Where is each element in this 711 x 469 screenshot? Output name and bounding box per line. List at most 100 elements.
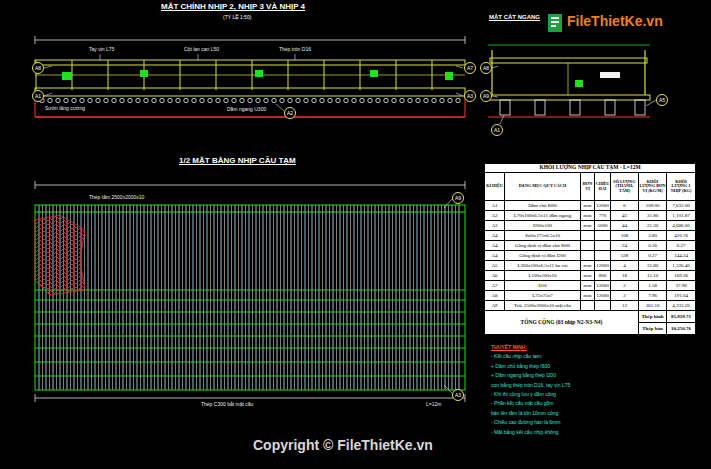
- table-text: A6: [491, 273, 497, 278]
- table-text: 5000: [598, 223, 608, 228]
- table-text: A4: [491, 253, 497, 258]
- table-cell: TỔNG CỘNG (03 nhịp N2-N3-N4): [484, 310, 639, 335]
- note-text: - Khi thi công lưu ý dầm công: [490, 392, 557, 398]
- scale-note: (TỶ LỆ 1:50): [222, 15, 252, 21]
- table-text: 410.76: [674, 233, 688, 238]
- table-text: 12: [622, 303, 627, 308]
- table-text: CHIỀU DÀI: [595, 182, 610, 191]
- table-text: Gông định vị dầm chủ I600: [515, 243, 570, 248]
- table-text: 12000: [596, 283, 609, 288]
- table-text: 3.80: [648, 233, 657, 238]
- table-cell: CHIỀU DÀI: [594, 172, 611, 201]
- table-text: 108: [621, 233, 629, 238]
- table-text: mm: [584, 213, 592, 218]
- callout-bubble: A7: [464, 62, 476, 74]
- view-title: 1/2 MẶT BẰNG NHỊP CẦU TẠM: [178, 157, 297, 166]
- table-text: 12000: [596, 293, 609, 298]
- table-text: 85,919.71: [671, 314, 691, 319]
- table-text: 44: [622, 223, 627, 228]
- table-text: ĐƠN VỊ: [581, 182, 594, 191]
- table-text: 2: [623, 283, 626, 288]
- table-text: Gông định vị dầm I200: [519, 253, 566, 258]
- table-text: 7.96: [648, 293, 657, 298]
- table-text: A4: [491, 233, 497, 238]
- callout-bubble: A5: [656, 94, 668, 106]
- callout-bubble: A8: [32, 62, 44, 74]
- logo-text: FileThietKe.vn: [566, 14, 664, 29]
- table-text: 37.98: [675, 283, 686, 288]
- table-text: A3: [491, 223, 497, 228]
- table-text: KHỐI LƯỢNG 1 NHỊP (KG): [667, 180, 695, 193]
- table-text: A4: [491, 243, 497, 248]
- table-text: mm: [584, 293, 592, 298]
- callout-number: A8: [483, 66, 489, 71]
- table-cell: 10,250.76: [666, 322, 696, 335]
- table-text: D16: [538, 283, 547, 288]
- table-text: L75x75x7: [532, 293, 553, 298]
- table-text: Dầm chủ I600: [528, 203, 557, 208]
- table-text: 18: [622, 273, 627, 278]
- callout-number: A5: [659, 98, 665, 103]
- table-text: L300x100x6.5x11 bu vai: [517, 263, 567, 268]
- table-text: 1,101.87: [672, 213, 690, 218]
- note-text: - Kết cấu nhịp cầu tạm:: [490, 354, 543, 360]
- table-text: 191.04: [674, 293, 688, 298]
- table-text: 10,250.76: [671, 326, 691, 331]
- callout-number: A9: [483, 94, 489, 99]
- table-text: Tole 2500x2000x10 mặt cầu: [514, 303, 571, 308]
- table-text: DẠNG MỤC-QUY CÁCH: [519, 184, 566, 188]
- note-text: - Phần kết cấu mặt cầu gồm: [490, 401, 555, 407]
- callout-bubble: A9: [480, 90, 492, 102]
- table-cell: SỐ LƯỢNG (THANH, TẤM): [610, 172, 639, 201]
- table-text: 770: [599, 213, 607, 218]
- table-text: L100x100x10: [528, 273, 556, 278]
- watermark: Copyright © FileThietKe.vn: [252, 438, 434, 453]
- part-label: Cột lan can L50: [183, 47, 220, 53]
- table-text: I200x100: [533, 223, 552, 228]
- table-text: 6.27: [677, 243, 686, 248]
- table-text: 361.10: [646, 303, 660, 308]
- part-label: Tay vịn L75: [88, 47, 115, 53]
- table-text: 4,686.00: [672, 223, 690, 228]
- callout-number: A3: [467, 94, 473, 99]
- note-text: bản lên tầm là tôn 10mm công: [490, 411, 559, 417]
- table-text: mm: [584, 283, 592, 288]
- table-text: 21.30: [647, 223, 658, 228]
- table-text: 24: [622, 243, 627, 248]
- part-label: Thép C300 bắt mặt cầu: [200, 402, 254, 408]
- table-text: 6: [623, 203, 626, 208]
- table-text: 4: [623, 263, 626, 268]
- table-text: mm: [584, 273, 592, 278]
- view-title: MẶT CẮT NGANG: [488, 14, 541, 21]
- table-text: 0.27: [648, 253, 657, 258]
- table-text: L70x100x6.5x11 dầm ngang: [514, 213, 571, 218]
- table-text: mm: [584, 263, 592, 268]
- part-label: Thép tròn D16: [278, 47, 312, 53]
- dimension: L=12m: [425, 402, 442, 408]
- table-text: KHỐI LƯỢNG NHỊP CẦU TẠM - L=12M: [539, 165, 640, 171]
- note-text: + Dầm chủ bằng thép I600: [490, 364, 551, 370]
- note-text: - Chiều cao đường hàn là 6mm: [490, 420, 561, 426]
- table-cell: DẠNG MỤC-QUY CÁCH: [504, 172, 581, 201]
- table-text: KHỐI LƯỢNG ĐƠN VỊ (KG/M): [639, 180, 666, 193]
- callout-bubble: A1: [32, 90, 44, 102]
- table-text: 1,526.40: [672, 263, 690, 268]
- table-text: Sườn I75x6.5x10: [525, 233, 560, 238]
- table-text: 109.00: [646, 203, 660, 208]
- table-text: 0.26: [648, 243, 657, 248]
- table-cell: Thép bản: [638, 322, 667, 335]
- callout-number: A1: [494, 128, 500, 133]
- table-text: 12000: [596, 203, 609, 208]
- callout-bubble: A8: [480, 62, 492, 74]
- table-text: 31.80: [647, 213, 658, 218]
- table-cell: ĐƠN VỊ: [580, 172, 595, 201]
- part-label: Dầm ngang U300: [226, 107, 267, 113]
- callout-bubble: A9: [452, 192, 464, 204]
- table-text: 1.58: [648, 283, 657, 288]
- table-text: Thép bản: [642, 326, 662, 331]
- callout-number: A9: [455, 196, 461, 201]
- table-text: 45: [622, 213, 627, 218]
- note-text: + Dầm ngang bằng thép I200: [490, 373, 557, 379]
- table-text: Thép hình: [641, 314, 663, 319]
- table-text: 144.24: [674, 253, 688, 258]
